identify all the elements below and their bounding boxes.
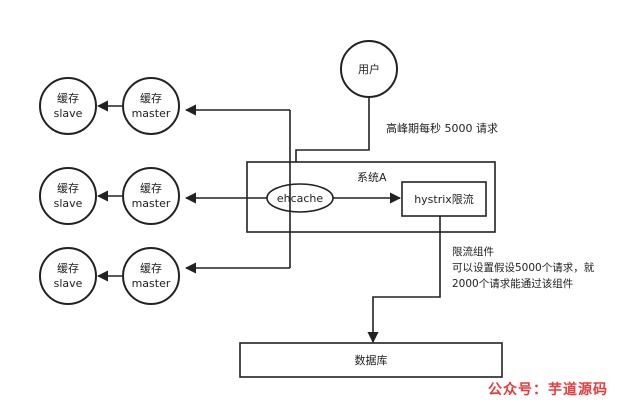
slave-label-line2: slave (54, 197, 83, 210)
hystrix-node: hystrix限流 (401, 181, 487, 217)
rate-limit-note-line1: 限流组件 (452, 245, 494, 258)
master-label-line2: master (132, 277, 171, 290)
cache-slave-node: 缓存 slave (39, 77, 97, 135)
system-a-label: 系统A (357, 171, 387, 184)
watermark-text: 公众号：芋道源码 (488, 381, 608, 398)
hystrix-label: hystrix限流 (414, 192, 474, 206)
rate-limit-note-line3: 2000个请求能通过该组件 (452, 277, 573, 290)
cache-row-1: 缓存 slave 缓存 master (39, 77, 180, 135)
master-label-line1: 缓存 (140, 181, 162, 195)
cache-master-node: 缓存 master (122, 247, 180, 305)
cache-row-2: 缓存 slave 缓存 master (39, 167, 180, 225)
ehcache-node: ehcache (266, 183, 334, 213)
hystrix-to-database-arrow (367, 216, 441, 344)
slave-label-line2: slave (54, 107, 83, 120)
user-label: 用户 (358, 62, 380, 76)
user-node: 用户 (340, 40, 398, 98)
cache-master-node: 缓存 master (122, 77, 180, 135)
cache-row-3: 缓存 slave 缓存 master (39, 247, 180, 305)
slave-label-line1: 缓存 (57, 181, 79, 195)
master-label-line1: 缓存 (140, 261, 162, 275)
slave-label-line1: 缓存 (57, 91, 79, 105)
cache-master-node: 缓存 master (122, 167, 180, 225)
master-label-line2: master (132, 107, 171, 120)
master-label-line2: master (132, 197, 171, 210)
cache-slave-node: 缓存 slave (39, 247, 97, 305)
slave-label-line1: 缓存 (57, 261, 79, 275)
master-label-line1: 缓存 (140, 91, 162, 105)
database-node: 数据库 (239, 342, 503, 378)
rate-limit-note-line2: 可以设置假设5000个请求，就 (452, 261, 595, 274)
database-label: 数据库 (355, 353, 388, 367)
slave-label-line2: slave (54, 277, 83, 290)
cache-slave-node: 缓存 slave (39, 167, 97, 225)
ehcache-label: ehcache (277, 192, 324, 205)
peak-request-note: 高峰期每秒 5000 请求 (386, 121, 498, 135)
